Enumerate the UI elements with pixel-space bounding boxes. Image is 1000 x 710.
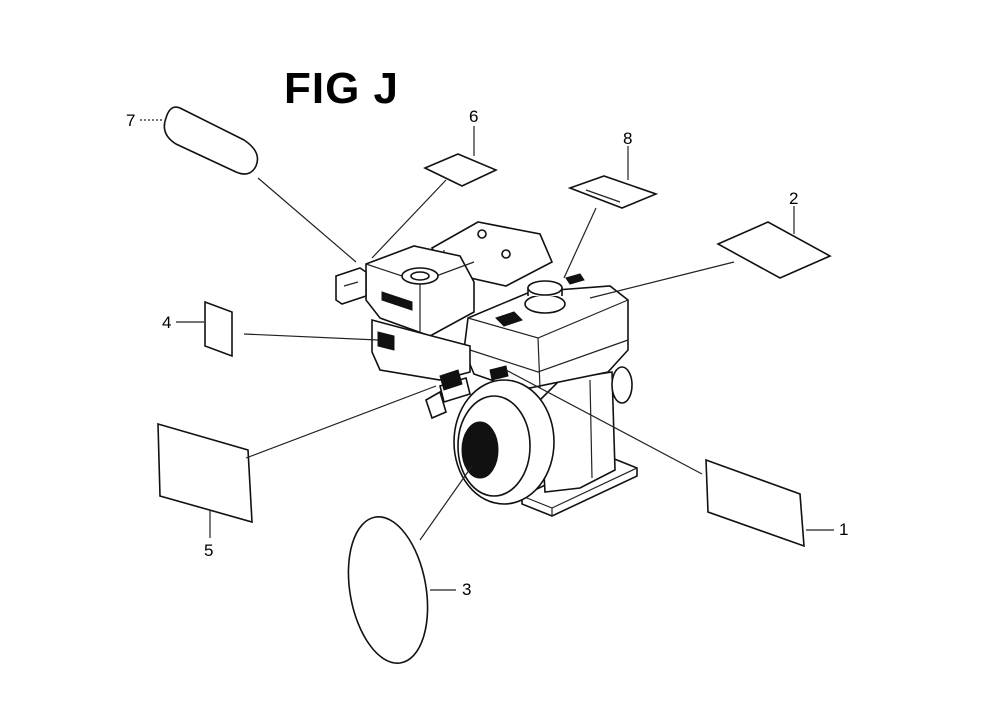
decal-4 — [204, 300, 233, 358]
decal-1 — [705, 458, 805, 548]
callout-5: 5 — [204, 541, 213, 560]
decal-2 — [716, 221, 832, 279]
engine-illustration — [335, 221, 638, 517]
decal-6 — [423, 153, 498, 187]
callout-2: 2 — [789, 189, 798, 208]
decal-5 — [157, 422, 253, 524]
callout-1: 1 — [839, 520, 848, 539]
callout-6: 6 — [469, 107, 478, 126]
leader-lines — [140, 119, 834, 591]
decal-8 — [567, 175, 659, 209]
decal-7 — [163, 106, 259, 175]
decal-3 — [347, 516, 429, 664]
figure-title: FIG J — [284, 64, 400, 113]
callout-8: 8 — [623, 129, 632, 148]
callout-3: 3 — [462, 580, 471, 599]
callout-4: 4 — [162, 313, 171, 332]
callout-7: 7 — [126, 111, 135, 130]
